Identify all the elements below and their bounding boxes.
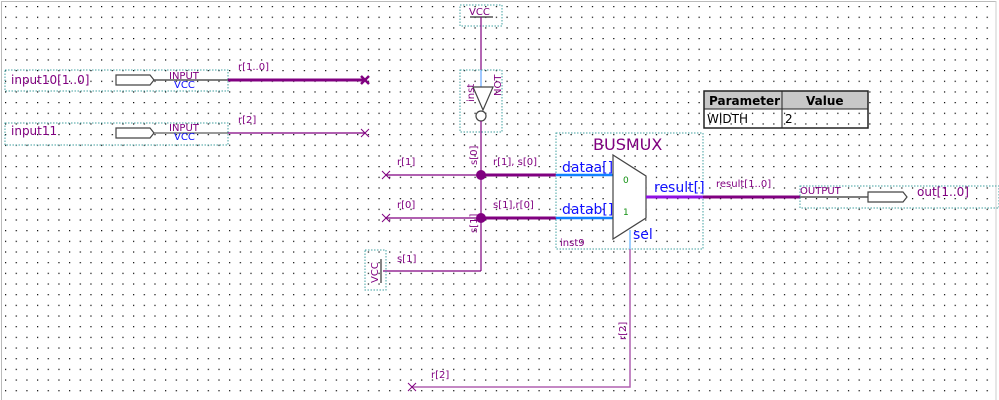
busmux-block[interactable]: BUSMUX dataa[] datab[] 0 1 result[] sel … [555,132,705,250]
input-pin-input10[interactable]: input10[1..0] INPUT VCC [4,69,229,92]
net-label: s[1] [397,254,416,265]
port-result: result[] [654,180,705,196]
pin-default: VCC [174,132,195,143]
mux-icon [612,153,647,241]
parameter-value[interactable]: 2 [785,112,793,126]
unconnected-end-icon [381,213,391,223]
block-title: BUSMUX [593,135,662,154]
index-label: 0 [623,176,629,186]
input-pin-shape [115,74,155,86]
net-label: r[1..0] [238,62,269,73]
port-dataa: dataa[] [562,160,613,176]
pin-default: VCC [174,80,195,91]
output-pin-out[interactable]: OUTPUT out[1..0] [799,185,999,209]
pin-name: out[1..0] [917,185,969,199]
net-label: r[1] [397,157,415,168]
unconnected-end-icon [360,75,370,85]
net-label: r[1], s[0] [493,157,537,168]
index-label: 1 [623,208,629,218]
parameter-table[interactable]: Parameter Value WIDTH 2 [703,90,869,129]
not-gate-icon [472,86,494,112]
net-label: r[2] [238,115,256,126]
unconnected-end-icon [381,170,391,180]
column-header: Value [806,94,844,108]
column-header: Parameter [709,94,780,108]
not-gate[interactable]: inst NOT [459,69,504,133]
pin-type: OUTPUT [800,186,842,197]
net-label: r[2] [618,322,629,340]
inst-label: inst9 [560,238,585,249]
port-sel: sel [633,227,653,243]
inst-label: inst [466,84,477,102]
net-label: r[0] [397,200,415,211]
vcc-symbol-left[interactable]: VCC [364,249,387,291]
unconnected-end-icon [407,382,417,392]
vcc-label: VCC [469,7,490,18]
net-label: s[1] [469,214,480,233]
port-datab: datab[] [562,202,613,218]
parameter-name: WIDTH [707,112,748,126]
unconnected-end-icon [360,128,370,138]
input-pin-shape [115,127,155,139]
input-pin-input11[interactable]: input11 INPUT VCC [4,122,229,146]
pin-name: input11 [11,124,57,138]
wire-sel[interactable] [412,249,631,388]
pin-type: INPUT [169,123,200,134]
net-label: s[0] [469,146,480,165]
net-label: result[1..0] [716,179,771,190]
vcc-label: VCC [370,262,381,283]
net-label: r[2] [431,370,449,381]
pin-name: input10[1..0] [11,73,89,87]
net-label: s[1],r[0] [493,200,534,211]
pin-type: INPUT [169,71,200,82]
output-pin-shape [867,191,908,203]
type-label: NOT [493,74,504,96]
